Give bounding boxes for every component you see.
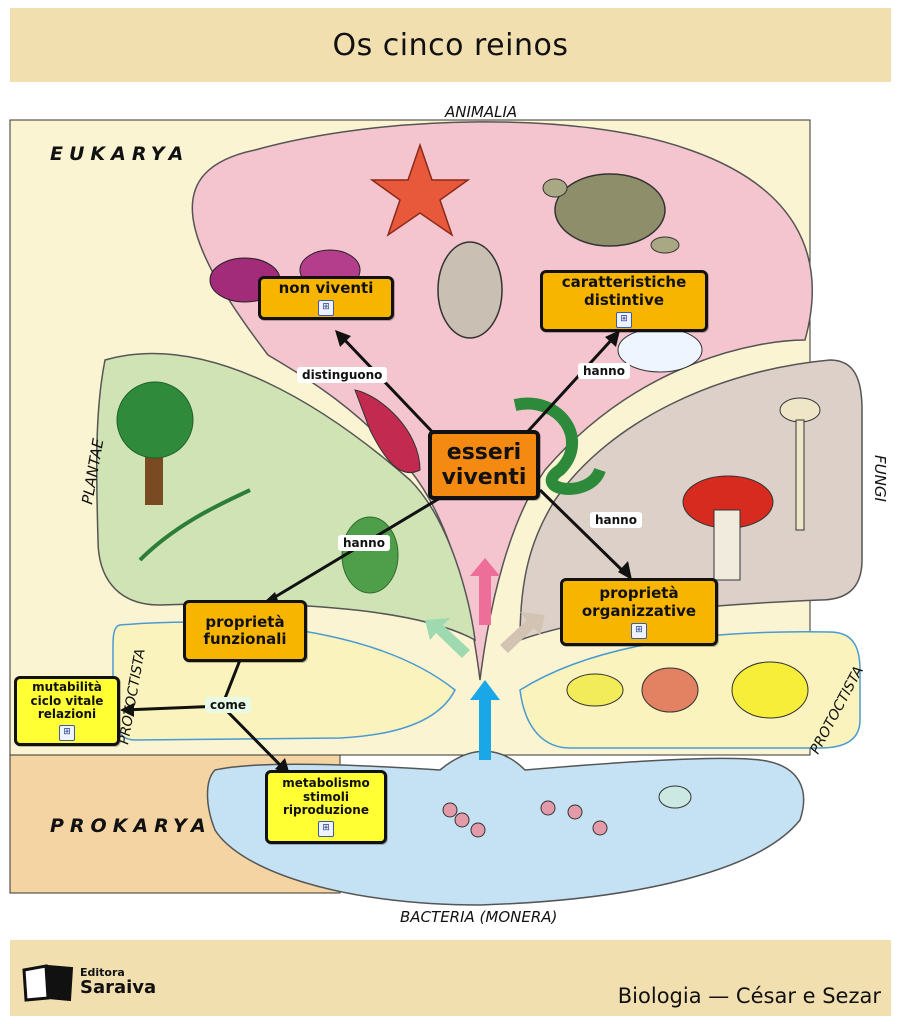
arrow-pink [470,558,500,625]
node-esseri-viventi[interactable]: esseri viventi [428,430,540,500]
starfish-icon [369,142,471,237]
bacteria-icon [442,785,692,838]
link-to-organizzative [538,488,630,578]
node-proprieta-funzionali[interactable]: proprietà funzionali [183,600,307,662]
map-icon[interactable]: ⊞ [318,300,334,317]
footer-bar [10,940,891,1016]
prokarya-label: PROKARYA [50,815,212,837]
map-icon[interactable]: ⊞ [631,622,647,639]
map-icon[interactable]: ⊞ [318,821,334,838]
node-mutabilita[interactable]: mutabilità ciclo vitale relazioni ⊞ [14,676,120,746]
fungi-label: FUNGI [871,455,889,502]
fern-icon [138,488,251,562]
map-icon[interactable]: ⊞ [59,725,75,742]
node-metabolismo[interactable]: metabolismo stimoli riproduzione ⊞ [265,770,387,844]
arrow-blue [470,680,500,760]
turtle-icon [542,173,680,254]
link-label-hanno-right: hanno [590,512,642,528]
arrowhead-organizzative [618,561,632,580]
link-label-hanno-left: hanno [338,535,390,551]
book-logo-icon [22,964,74,1002]
mushroom-icon [682,397,821,581]
evolution-arrows [425,558,545,760]
publisher-logo: Editora Saraiva [22,962,156,1002]
link-label-distinguono: distinguono [297,367,388,383]
amoeba-icon [566,661,809,719]
arrowhead-non-viventi [335,330,351,347]
book-credit: Biologia — César e Sezar [617,984,881,1008]
eukarya-label: EUKARYA [50,143,189,165]
link-label-hanno-top: hanno [578,363,630,379]
node-non-viventi[interactable]: non viventi ⊞ [258,276,394,320]
link-to-metabolismo [220,704,287,772]
bacteria-label: BACTERIA (MONERA) [400,908,557,926]
squid-icon [354,389,421,473]
arrowhead-mutabilita [120,703,134,717]
arrow-tan [500,612,545,653]
link-to-non-viventi [338,333,442,442]
arrow-green [425,618,470,658]
link-label-come: come [205,697,251,713]
publisher-small: Editora [80,966,125,979]
header-bar: Os cinco reinos [10,8,891,82]
map-icon[interactable]: ⊞ [616,311,632,328]
arrowhead-caratteristiche [605,330,620,347]
link-to-caratteristiche [518,334,617,442]
page-title: Os cinco reinos [332,27,569,63]
publisher-big: Saraiva [80,977,157,998]
node-caratteristiche[interactable]: caratteristiche distintive ⊞ [540,270,708,332]
node-proprieta-organizzative[interactable]: proprietà organizzative ⊞ [560,578,718,646]
bird-icon [617,327,703,373]
tree-icon [116,381,194,505]
animalia-label: ANIMALIA [444,103,517,121]
beetle-icon [437,241,503,339]
snake-icon [513,397,606,495]
